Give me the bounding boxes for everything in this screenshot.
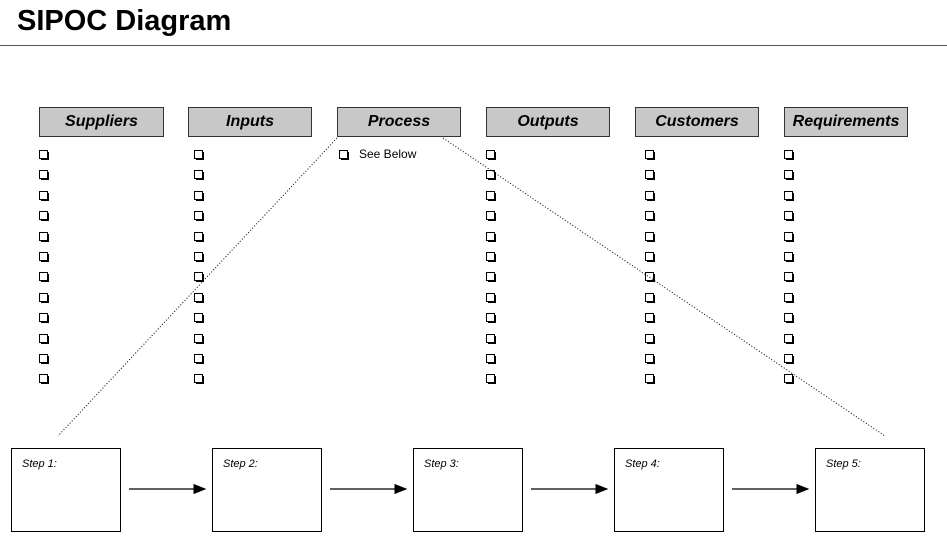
header-inputs: Inputs [188,107,312,137]
checkbox-bullet-icon[interactable] [39,190,49,201]
checkbox-bullet-icon[interactable] [486,333,496,344]
checkbox-bullet-icon[interactable] [645,170,655,181]
checkbox-bullet-icon[interactable] [194,333,204,344]
checkbox-bullet-icon[interactable] [784,190,794,201]
step-3-label: Step 3: [424,458,459,470]
header-requirements: Requirements [784,107,908,137]
step-2-box: Step 2: [212,448,322,532]
checkbox-bullet-icon[interactable] [486,150,496,160]
checkbox-bullet-icon[interactable] [39,170,49,181]
checkbox-bullet-icon[interactable] [486,170,496,181]
header-process: Process [337,107,461,137]
checkbox-bullet-icon[interactable] [784,374,794,385]
checkbox-bullet-icon[interactable] [486,190,496,201]
checkbox-bullet-icon[interactable] [194,374,204,385]
checkbox-bullet-icon[interactable] [39,374,49,385]
checkbox-bullet-icon[interactable] [39,231,49,242]
checkbox-bullet-icon[interactable] [39,313,49,324]
checkbox-bullet-icon[interactable] [486,353,496,364]
step-4-label: Step 4: [625,458,660,470]
expansion-line-left [57,137,338,437]
checkbox-bullet-icon[interactable] [645,353,655,364]
checkbox-bullet-icon[interactable] [784,211,794,222]
checkbox-bullet-icon[interactable] [645,333,655,344]
checkbox-bullet-icon[interactable] [784,272,794,283]
header-customers: Customers [635,107,759,137]
checkbox-bullet-icon[interactable] [194,353,204,364]
step-5-label: Step 5: [826,458,861,470]
checkbox-bullet-icon[interactable] [194,170,204,181]
checkbox-bullet-icon[interactable] [339,150,349,160]
checkbox-bullet-icon[interactable] [39,150,49,160]
checkbox-bullet-icon[interactable] [486,211,496,222]
checkbox-bullet-icon[interactable] [194,211,204,222]
checkbox-bullet-icon[interactable] [645,231,655,242]
checkbox-bullet-icon[interactable] [645,272,655,283]
title-divider [0,45,947,46]
checkbox-bullet-icon[interactable] [194,272,204,283]
checkbox-bullet-icon[interactable] [194,313,204,324]
step-2-label: Step 2: [223,458,258,470]
checkbox-bullet-icon[interactable] [784,353,794,364]
checkbox-bullet-icon[interactable] [486,374,496,385]
checkbox-bullet-icon[interactable] [645,313,655,324]
checkbox-bullet-icon[interactable] [645,150,655,160]
checkbox-bullet-icon[interactable] [194,251,204,262]
checkbox-bullet-icon[interactable] [39,211,49,222]
checkbox-bullet-icon[interactable] [784,251,794,262]
checkbox-bullet-icon[interactable] [39,272,49,283]
checkbox-bullet-icon[interactable] [39,292,49,303]
header-outputs: Outputs [486,107,610,137]
checkbox-bullet-icon[interactable] [39,251,49,262]
checkbox-bullet-icon[interactable] [39,353,49,364]
checkbox-bullet-icon[interactable] [784,150,794,160]
step-5-box: Step 5: [815,448,925,532]
checkbox-bullet-icon[interactable] [486,272,496,283]
checkbox-bullet-icon[interactable] [784,333,794,344]
checkbox-bullet-icon[interactable] [784,313,794,324]
checkbox-bullet-icon[interactable] [194,150,204,160]
checkbox-bullet-icon[interactable] [486,251,496,262]
checkbox-bullet-icon[interactable] [39,333,49,344]
checkbox-bullet-icon[interactable] [645,292,655,303]
checkbox-bullet-icon[interactable] [645,190,655,201]
checkbox-bullet-icon[interactable] [194,231,204,242]
checkbox-bullet-icon[interactable] [784,231,794,242]
checkbox-bullet-icon[interactable] [645,251,655,262]
checkbox-bullet-icon[interactable] [645,374,655,385]
checkbox-bullet-icon[interactable] [784,292,794,303]
checkbox-bullet-icon[interactable] [645,211,655,222]
step-1-box: Step 1: [11,448,121,532]
checkbox-bullet-icon[interactable] [486,313,496,324]
expansion-line-right [442,137,886,437]
checkbox-bullet-icon[interactable] [194,190,204,201]
checkbox-bullet-icon[interactable] [194,292,204,303]
list-item-text: See Below [359,147,417,161]
header-suppliers: Suppliers [39,107,164,137]
checkbox-bullet-icon[interactable] [486,292,496,303]
page-title: SIPOC Diagram [17,5,232,37]
checkbox-bullet-icon[interactable] [784,170,794,181]
step-3-box: Step 3: [413,448,523,532]
step-1-label: Step 1: [22,458,57,470]
checkbox-bullet-icon[interactable] [486,231,496,242]
step-4-box: Step 4: [614,448,724,532]
